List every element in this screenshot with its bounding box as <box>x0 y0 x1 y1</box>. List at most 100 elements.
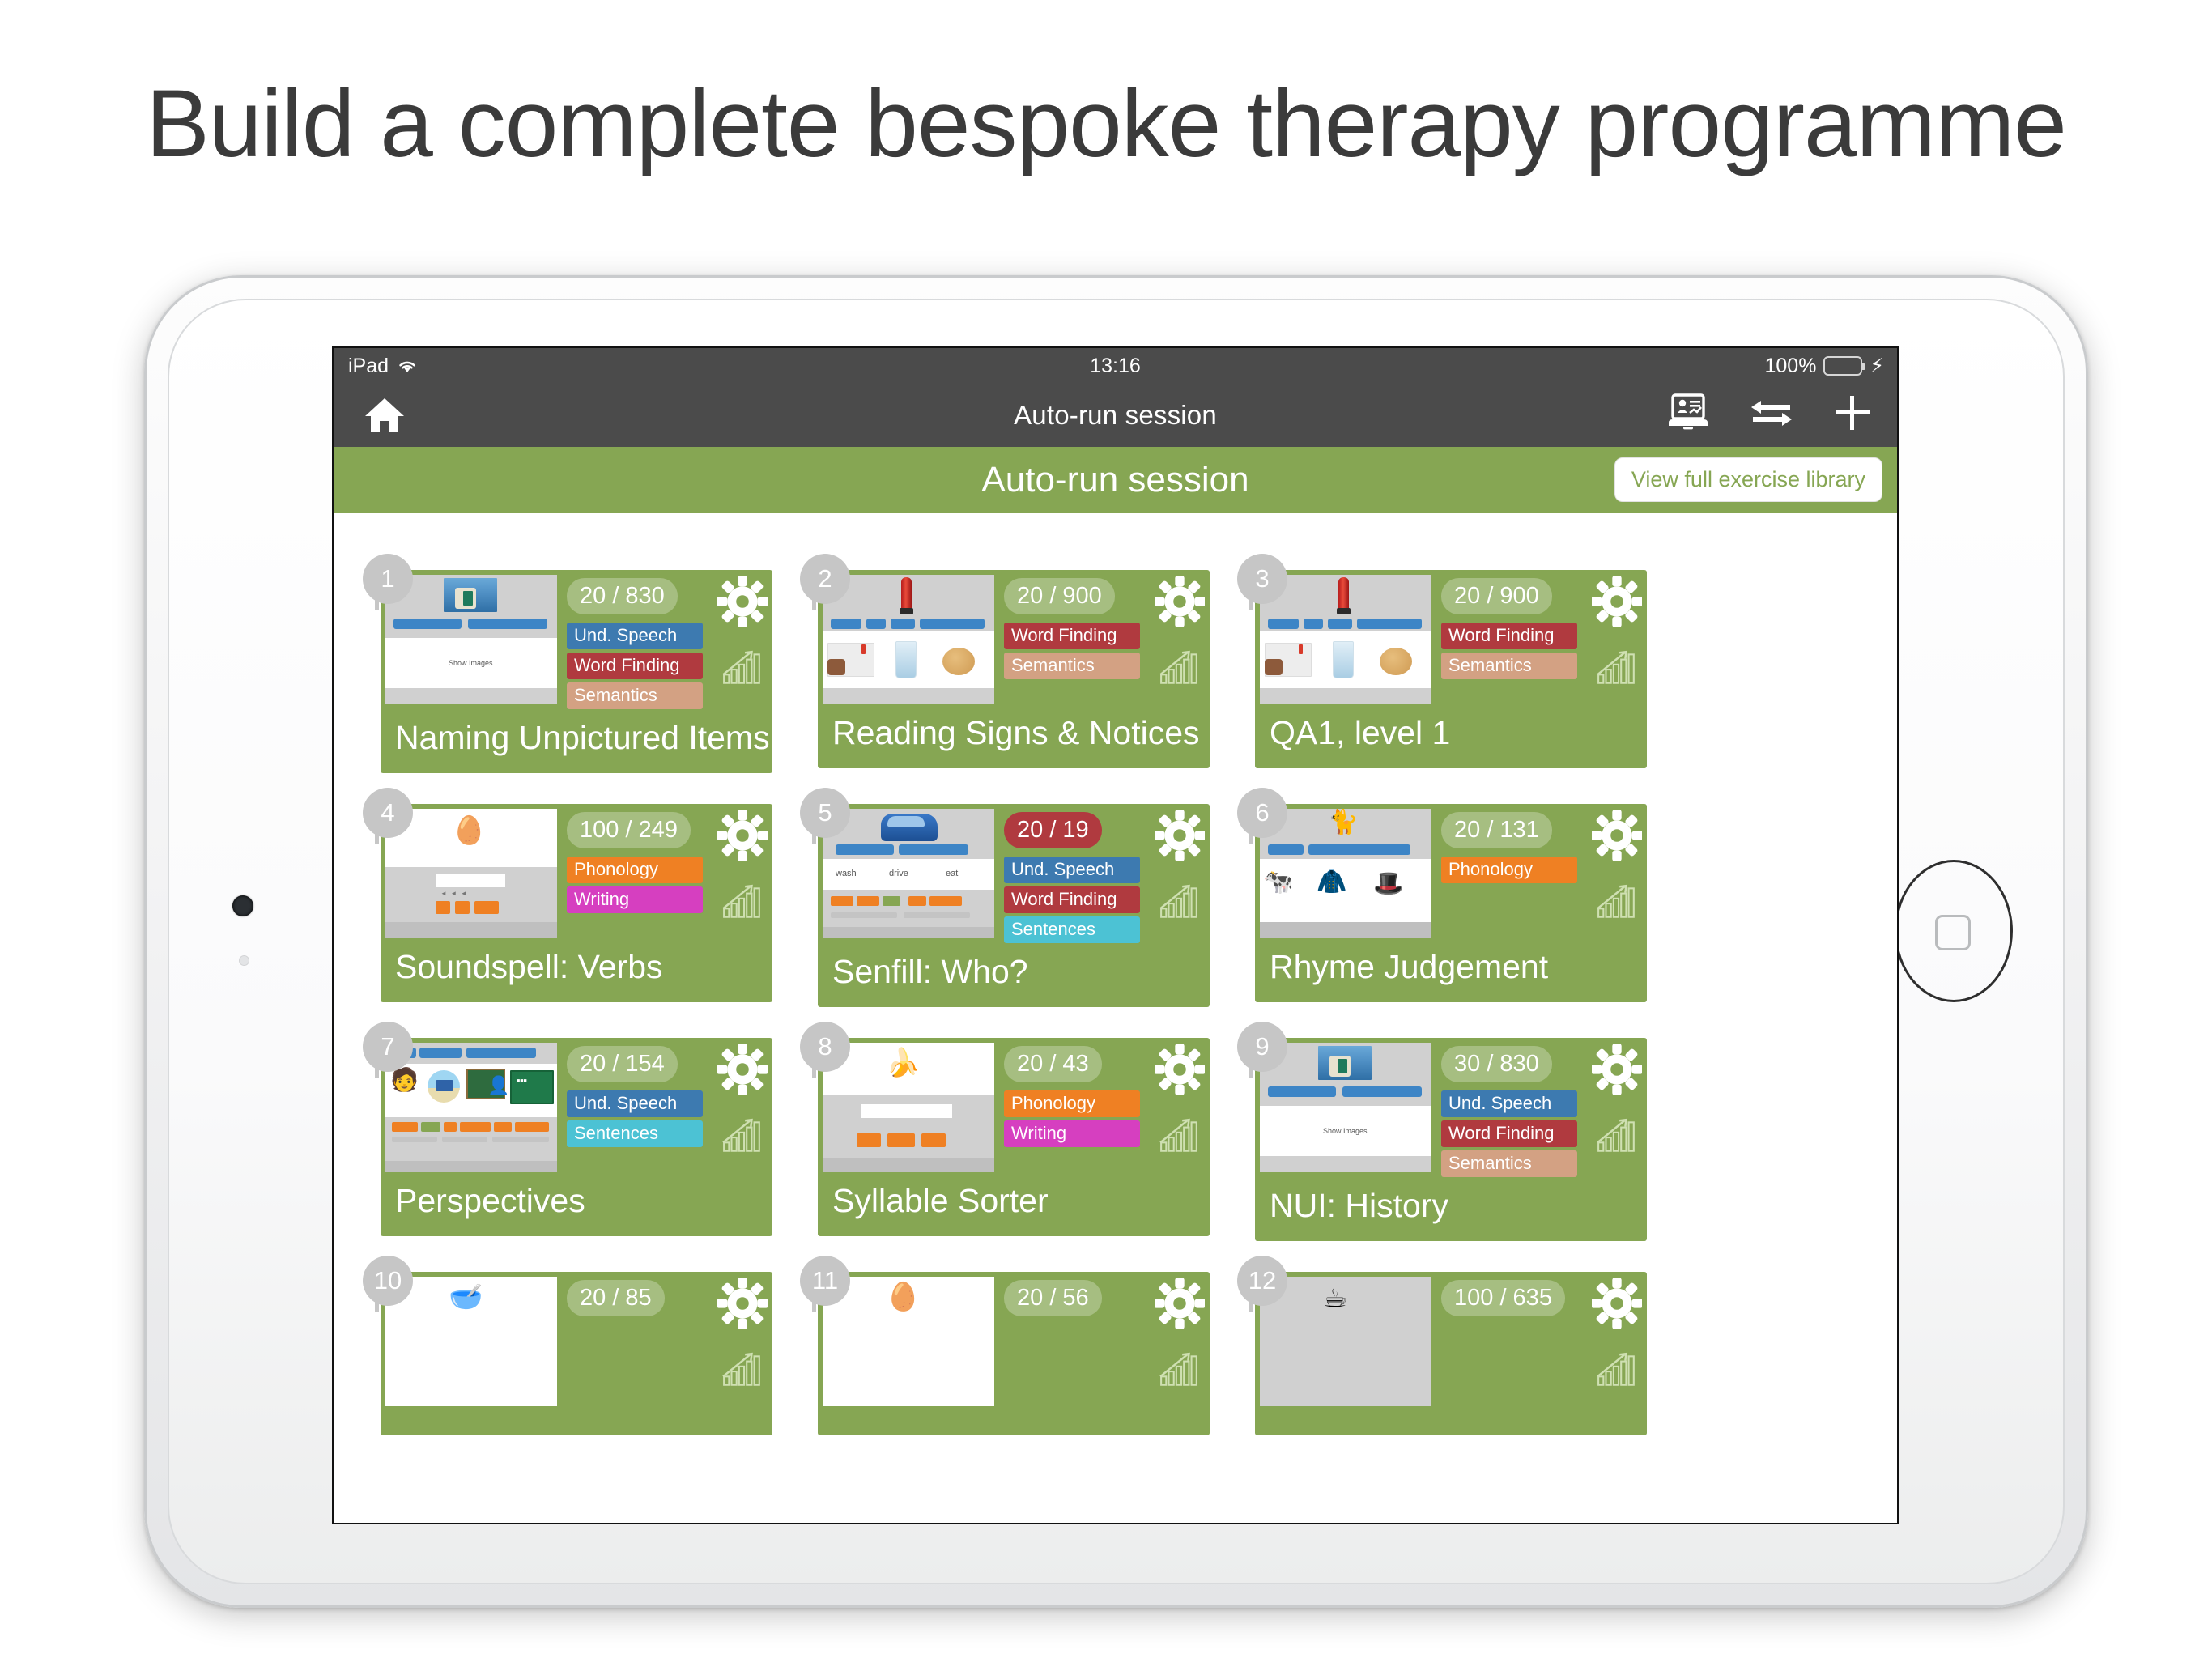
exercise-tag[interactable]: Und. Speech <box>1004 857 1140 884</box>
exercise-card[interactable]: 3 20 / 900 <box>1237 554 1647 773</box>
exercise-card-body[interactable]: ☕ 100 / 635 <box>1255 1272 1647 1436</box>
plus-icon[interactable] <box>1832 393 1873 437</box>
bar-chart-icon[interactable] <box>721 882 764 925</box>
gear-icon[interactable] <box>1153 1044 1206 1099</box>
gear-icon[interactable] <box>716 1278 769 1333</box>
bar-chart-icon[interactable] <box>1159 1350 1201 1393</box>
exercise-tag[interactable]: Sentences <box>1004 916 1140 944</box>
exercise-tag[interactable]: Und. Speech <box>567 623 703 649</box>
bar-chart-icon[interactable] <box>721 1350 764 1393</box>
exercise-card[interactable]: 2 20 / 900 <box>800 554 1210 773</box>
exercise-tag[interactable]: Word Finding <box>567 653 703 679</box>
exercise-tag[interactable]: Und. Speech <box>1441 1090 1577 1118</box>
exercise-tag[interactable]: Und. Speech <box>567 1090 703 1118</box>
exercise-thumbnail: ☕ <box>1260 1277 1431 1407</box>
bar-chart-icon[interactable] <box>721 648 764 691</box>
bar-chart-icon[interactable] <box>1596 1116 1638 1159</box>
exercise-meta: 20 / 131 Phonology <box>1431 809 1647 938</box>
exercise-title: Perspectives <box>395 1182 585 1220</box>
presentation-screen-icon[interactable] <box>1665 392 1711 438</box>
exercise-card[interactable]: 7 🧑 👤 ■■■ <box>363 1022 772 1241</box>
exercise-count-badge: 20 / 154 <box>567 1046 678 1083</box>
exercise-title: Soundspell: Verbs <box>395 948 663 986</box>
bar-chart-icon[interactable] <box>1159 1116 1201 1159</box>
bar-chart-icon[interactable] <box>721 1116 764 1159</box>
exercise-tag[interactable]: Word Finding <box>1004 623 1140 649</box>
gear-icon[interactable] <box>1590 575 1644 631</box>
gear-icon[interactable] <box>1590 1278 1644 1333</box>
gear-icon[interactable] <box>1153 1278 1206 1333</box>
exercise-tag[interactable]: Word Finding <box>1441 623 1577 649</box>
wifi-icon <box>397 358 418 374</box>
exercise-card-body[interactable]: 🥚 20 / 56 <box>818 1272 1210 1436</box>
bar-chart-icon[interactable] <box>1596 882 1638 925</box>
exercise-card[interactable]: 11 🥚 20 / 56 <box>800 1256 1210 1436</box>
nav-title: Auto-run session <box>1014 400 1217 430</box>
exercise-tag[interactable]: Semantics <box>1441 1150 1577 1178</box>
exercise-meta: 20 / 56 <box>994 1277 1210 1406</box>
exercise-meta-column: 20 / 85 <box>567 1277 665 1406</box>
exercise-card-body[interactable]: 🧑 👤 ■■■ <box>381 1038 772 1237</box>
transfer-arrows-icon[interactable] <box>1748 395 1795 435</box>
home-icon[interactable] <box>363 395 406 440</box>
view-full-exercise-library-button[interactable]: View full exercise library <box>1614 457 1882 502</box>
exercise-card-body[interactable]: 🥣 20 / 85 <box>381 1272 772 1436</box>
exercise-card[interactable]: 10 🥣 20 / 85 <box>363 1256 772 1436</box>
exercise-tag[interactable]: Semantics <box>1004 653 1140 679</box>
exercise-card-body[interactable]: 🐈 🐄 🧥 🎩 20 / 131 Phonology <box>1255 804 1647 1003</box>
exercise-count-badge: 20 / 830 <box>567 578 678 614</box>
bar-chart-icon[interactable] <box>1596 648 1638 691</box>
gear-icon[interactable] <box>1153 575 1206 631</box>
exercise-tag[interactable]: Semantics <box>567 682 703 709</box>
exercise-tag[interactable]: Writing <box>1004 1120 1140 1148</box>
exercise-card[interactable]: 5 wash drive eat <box>800 788 1210 1008</box>
exercise-title: Naming Unpictured Items <box>395 719 770 756</box>
exercise-tag[interactable]: Word Finding <box>1004 886 1140 914</box>
gear-icon[interactable] <box>716 575 769 631</box>
gear-icon[interactable] <box>1590 1044 1644 1099</box>
exercise-action-icons <box>1590 575 1644 706</box>
gear-icon[interactable] <box>716 1044 769 1099</box>
gear-icon[interactable] <box>1590 810 1644 865</box>
exercise-tag[interactable]: Word Finding <box>1441 1120 1577 1148</box>
gear-icon[interactable] <box>716 810 769 865</box>
exercise-order-badge: 8 <box>800 1022 850 1079</box>
bar-chart-icon[interactable] <box>1159 882 1201 925</box>
bar-chart-icon[interactable] <box>1159 648 1201 691</box>
exercise-card[interactable]: 12 ☕ 100 / 635 <box>1237 1256 1647 1436</box>
exercise-tag[interactable]: Semantics <box>1441 653 1577 679</box>
exercise-tag[interactable]: Sentences <box>567 1120 703 1148</box>
exercise-order-badge: 2 <box>800 554 850 610</box>
bar-chart-icon[interactable] <box>1596 1350 1638 1393</box>
battery-full-icon <box>1823 356 1866 376</box>
gear-icon[interactable] <box>1153 810 1206 865</box>
exercise-tag[interactable]: Writing <box>567 886 703 914</box>
exercise-order-badge: 7 <box>363 1022 413 1079</box>
exercise-action-icons <box>1590 809 1644 940</box>
status-bar-left: iPad <box>348 355 418 378</box>
exercise-tag[interactable]: Phonology <box>1004 1090 1140 1118</box>
exercise-tag[interactable]: Phonology <box>567 857 703 884</box>
exercise-card[interactable]: 6 🐈 🐄 🧥 🎩 20 / 131 Phonology <box>1237 788 1647 1007</box>
exercise-tag[interactable]: Phonology <box>1441 857 1577 884</box>
